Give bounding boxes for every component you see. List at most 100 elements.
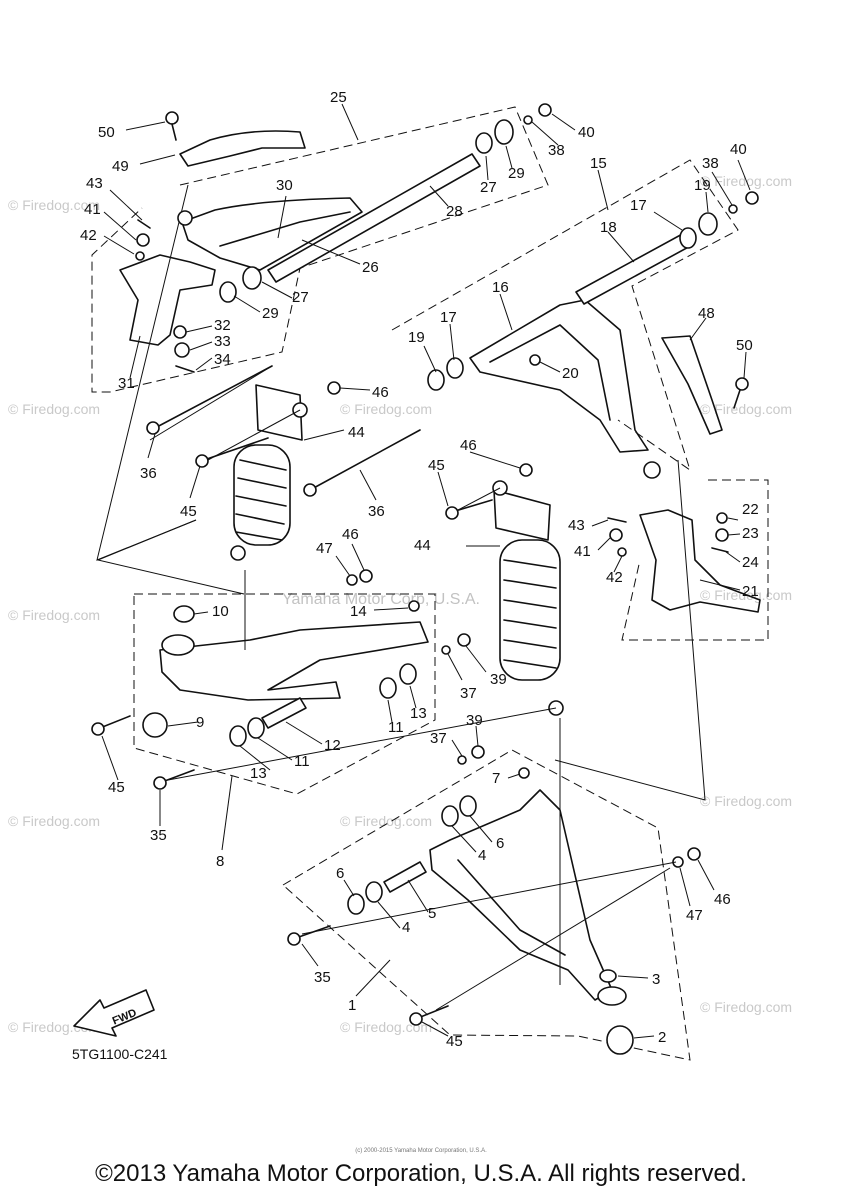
callout-part-6: 6 [336,865,344,882]
upper-arm-inner [219,211,351,247]
line-assembly-15 [554,459,706,801]
washer-part-32 [173,325,187,339]
leader-29 [505,145,513,169]
ball-joint-top [177,210,193,226]
leader-34 [195,357,213,371]
bushing-part-17-right [679,227,697,249]
callout-part-13: 13 [250,765,267,782]
callout-part-17: 17 [630,197,647,214]
long-bolts [146,365,421,497]
grease-nipple-part-20 [529,354,541,366]
leader-45 [189,465,201,499]
nut-part-40-right [745,191,759,205]
callout-part-44: 44 [414,537,431,554]
boot-part-3 [599,969,617,983]
bolt-part-35-a [161,769,195,783]
callout-part-48: 48 [698,305,715,322]
callout-part-41: 41 [84,201,101,218]
leader-19 [705,191,709,213]
pin-part-24 [711,547,729,553]
leader-17 [653,211,683,231]
callout-part-18: 18 [600,219,617,236]
nut-part-33 [174,342,190,358]
leader-31 [129,335,141,379]
callout-part-15: 15 [590,155,607,172]
leader-50b [743,351,747,379]
leader-4 [451,825,477,853]
callout-part-46: 46 [460,437,477,454]
callout-part-16: 16 [492,279,509,296]
leader-37 [447,653,463,681]
shock-absorbers [195,381,564,716]
upper-arm-inner-16 [489,324,611,421]
bushing-part-4 [365,881,383,903]
bushing-part-29-top [494,119,514,145]
line-35-ext [167,707,557,781]
bushing-part-27-top [475,132,493,154]
callout-part-49: 49 [112,158,129,175]
bushing-part-27 [242,266,262,290]
callout-part-46: 46 [372,384,389,401]
watermark: © Firedog.com [340,1019,432,1035]
callout-part-37: 37 [430,730,447,747]
line-35b-ext [301,861,677,935]
leader-45c [101,735,119,781]
watermark: © Firedog.com [340,813,432,829]
leader-43 [109,189,143,221]
ball-joint-right [643,461,661,479]
callout-part-45: 45 [446,1033,463,1050]
callout-part-36: 36 [140,465,157,482]
callout-part-50: 50 [736,337,753,354]
callout-part-30: 30 [276,177,293,194]
bolt-shank [171,123,177,141]
upper-arm-part-16 [469,299,649,453]
leader-42b [613,555,623,573]
callout-part-42: 42 [80,227,97,244]
washer-part-22 [716,512,728,524]
callout-part-19: 19 [694,177,711,194]
watermark: © Firedog.com [8,401,100,417]
boot-part-10 [173,605,195,623]
leader-36b [359,469,377,501]
leader-22 [727,517,739,521]
callout-part-35: 35 [314,969,331,986]
watermark: © Firedog.com [700,999,792,1015]
leader-30 [277,195,287,239]
leader-41b [597,537,611,551]
bushing-part-19-right [698,212,718,236]
leader-5 [407,879,429,913]
leader-46b [469,451,521,469]
bushing-part-13-left [229,725,247,747]
watermark: © Firedog.com [700,793,792,809]
washer-part-37-b [457,755,467,765]
callout-part-43: 43 [568,517,585,534]
callout-part-38: 38 [702,155,719,172]
callout-part-8: 8 [216,853,224,870]
right-knuckle [346,509,761,613]
ball-joint-part-9 [142,712,168,738]
callout-part-21: 21 [742,583,759,600]
leader-35b [301,943,319,967]
callout-part-11: 11 [388,719,404,736]
leader-48 [689,317,707,341]
fwd-arrow: FWD [73,989,155,1037]
callout-part-33: 33 [214,333,231,350]
copyright-notice: ©2013 Yamaha Motor Corporation, U.S.A. A… [95,1160,747,1187]
line-assembly-25b [96,519,245,595]
leader-46 [339,387,371,391]
leader-41 [103,211,137,241]
callout-part-47: 47 [316,540,333,557]
pin-part-34 [175,365,195,373]
upper-right-parts [427,191,759,479]
callout-part-22: 22 [742,501,759,518]
leader-27 [485,155,489,181]
watermark: © Firedog.com [340,401,432,417]
shock-eye-left [230,545,246,561]
knuckle-part-31 [119,254,216,346]
leader-6 [469,815,493,843]
callout-part-39: 39 [490,671,507,688]
shock-spring-left [233,444,291,546]
grease-nipple-part-14 [408,600,420,612]
callout-part-17: 17 [440,309,457,326]
